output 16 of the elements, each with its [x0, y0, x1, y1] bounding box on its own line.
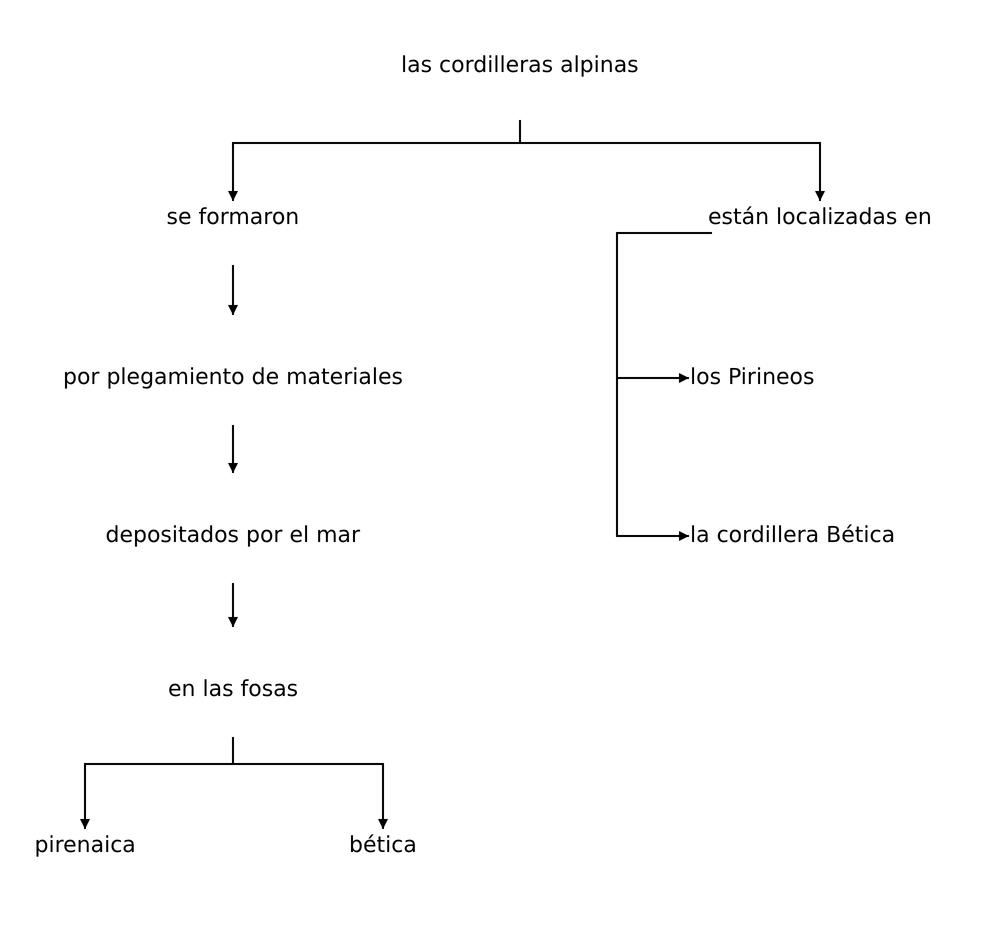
node-label: en las fosas [168, 677, 298, 702]
arrow [616, 232, 712, 541]
arrow [519, 120, 825, 201]
arrow [228, 265, 238, 315]
node-label: bética [349, 833, 417, 858]
node-label: depositados por el mar [106, 523, 360, 548]
arrow [228, 425, 238, 473]
node-label: la cordillera Bética [690, 523, 896, 548]
node-label: están localizadas en [708, 205, 932, 230]
node-label: pirenaica [34, 833, 136, 858]
node-label: por plegamiento de materiales [63, 365, 403, 390]
node-label: las cordilleras alpinas [401, 53, 639, 78]
arrow [228, 583, 238, 627]
node-label: se formaron [166, 205, 300, 230]
node-label: los Pirineos [690, 365, 814, 390]
arrow [232, 737, 388, 829]
